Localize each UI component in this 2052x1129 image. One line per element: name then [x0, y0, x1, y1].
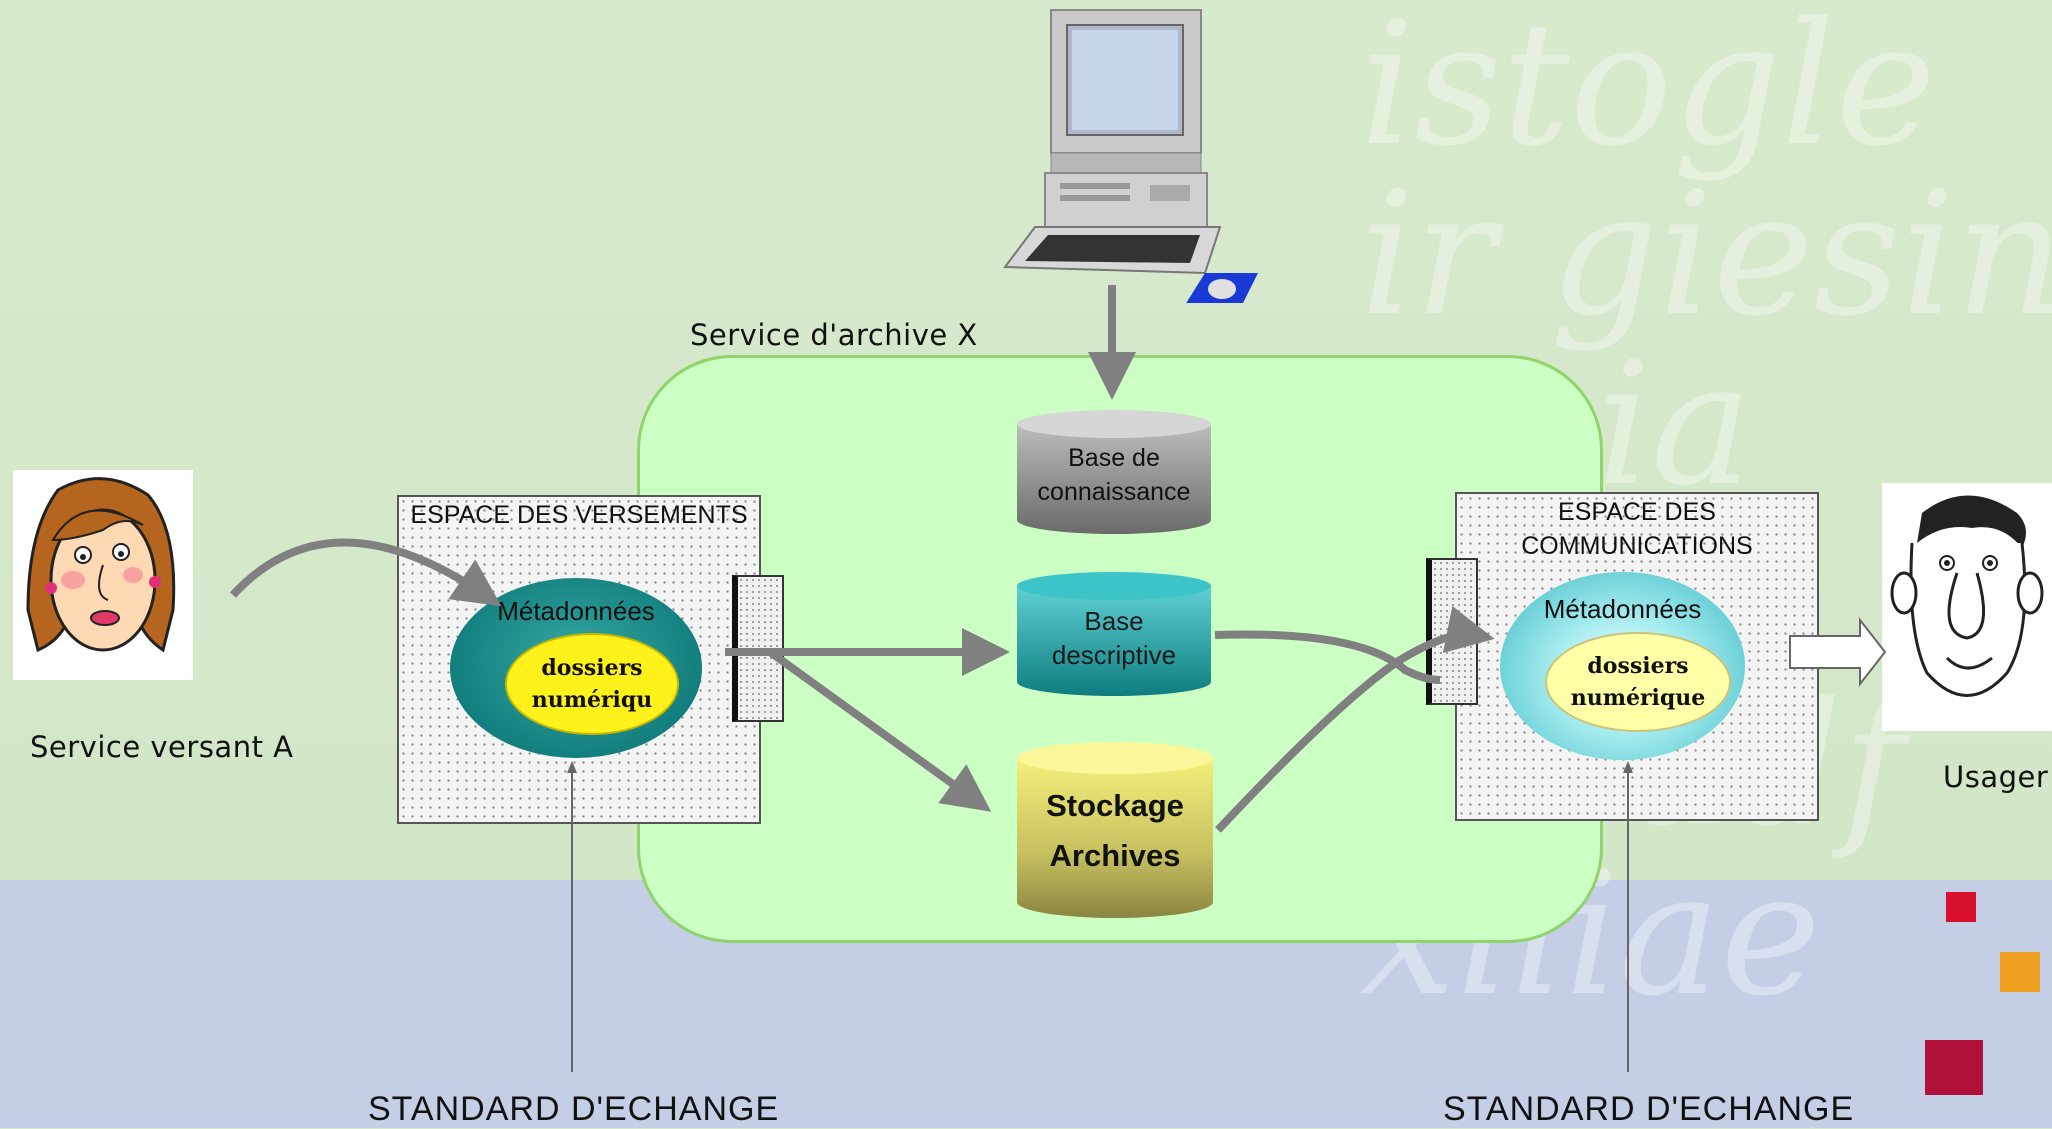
deposit-folder-line2: numériqu — [531, 687, 653, 713]
deposit-to-storage-arrow — [767, 648, 992, 812]
depositor-to-deposit-arrow — [230, 538, 502, 607]
deposit-space-title: ESPACE DES VERSEMENTS — [410, 501, 748, 529]
accent-square-crimson — [1925, 1040, 1983, 1095]
storage-line1: Stockage — [1046, 788, 1184, 823]
storage-line2: Archives — [1049, 838, 1181, 873]
descriptive-to-communication-arrow — [1214, 630, 1441, 684]
descriptive-base-line2: descriptive — [1051, 640, 1177, 670]
storage-cylinder: Stockage Archives — [1015, 740, 1215, 920]
standard-left-label: STANDARD D'ECHANGE — [368, 1090, 780, 1128]
descriptive-base-cylinder: Base descriptive — [1015, 570, 1213, 698]
user-label: Usager — [1943, 760, 2049, 794]
storage-to-communication-arrow — [1215, 605, 1495, 833]
communication-folder-line1: dossiers — [1587, 653, 1689, 679]
archive-service-label: Service d'archive X — [690, 318, 978, 352]
communication-to-user-arrow — [1789, 617, 1887, 687]
knowledge-base-line2: connaissance — [1037, 478, 1191, 506]
user-avatar — [1882, 483, 2052, 731]
communication-folder-line2: numérique — [1570, 685, 1706, 711]
deposit-folder-ellipse: dossiers numériqu — [505, 633, 679, 735]
standard-right-label: STANDARD D'ECHANGE — [1443, 1090, 1855, 1128]
computer-icon — [1003, 9, 1258, 303]
accent-square-red — [1946, 892, 1976, 922]
accent-square-orange — [2000, 952, 2040, 992]
deposit-metadata-label: Métadonnées — [497, 596, 655, 626]
knowledge-base-cylinder: Base de connaissance — [1015, 408, 1213, 536]
communication-space-title-line1: ESPACE DES — [1558, 498, 1716, 526]
knowledge-base-line1: Base de — [1068, 444, 1160, 472]
communication-space-title-line2: COMMUNICATIONS — [1521, 532, 1753, 560]
communication-folder-ellipse: dossiers numérique — [1545, 632, 1731, 732]
descriptive-base-line1: Base — [1084, 606, 1144, 636]
communication-metadata-label: Métadonnées — [1543, 594, 1702, 624]
depositor-avatar — [13, 470, 193, 680]
deposit-folder-line1: dossiers — [541, 655, 643, 681]
depositor-label: Service versant A — [30, 730, 294, 764]
